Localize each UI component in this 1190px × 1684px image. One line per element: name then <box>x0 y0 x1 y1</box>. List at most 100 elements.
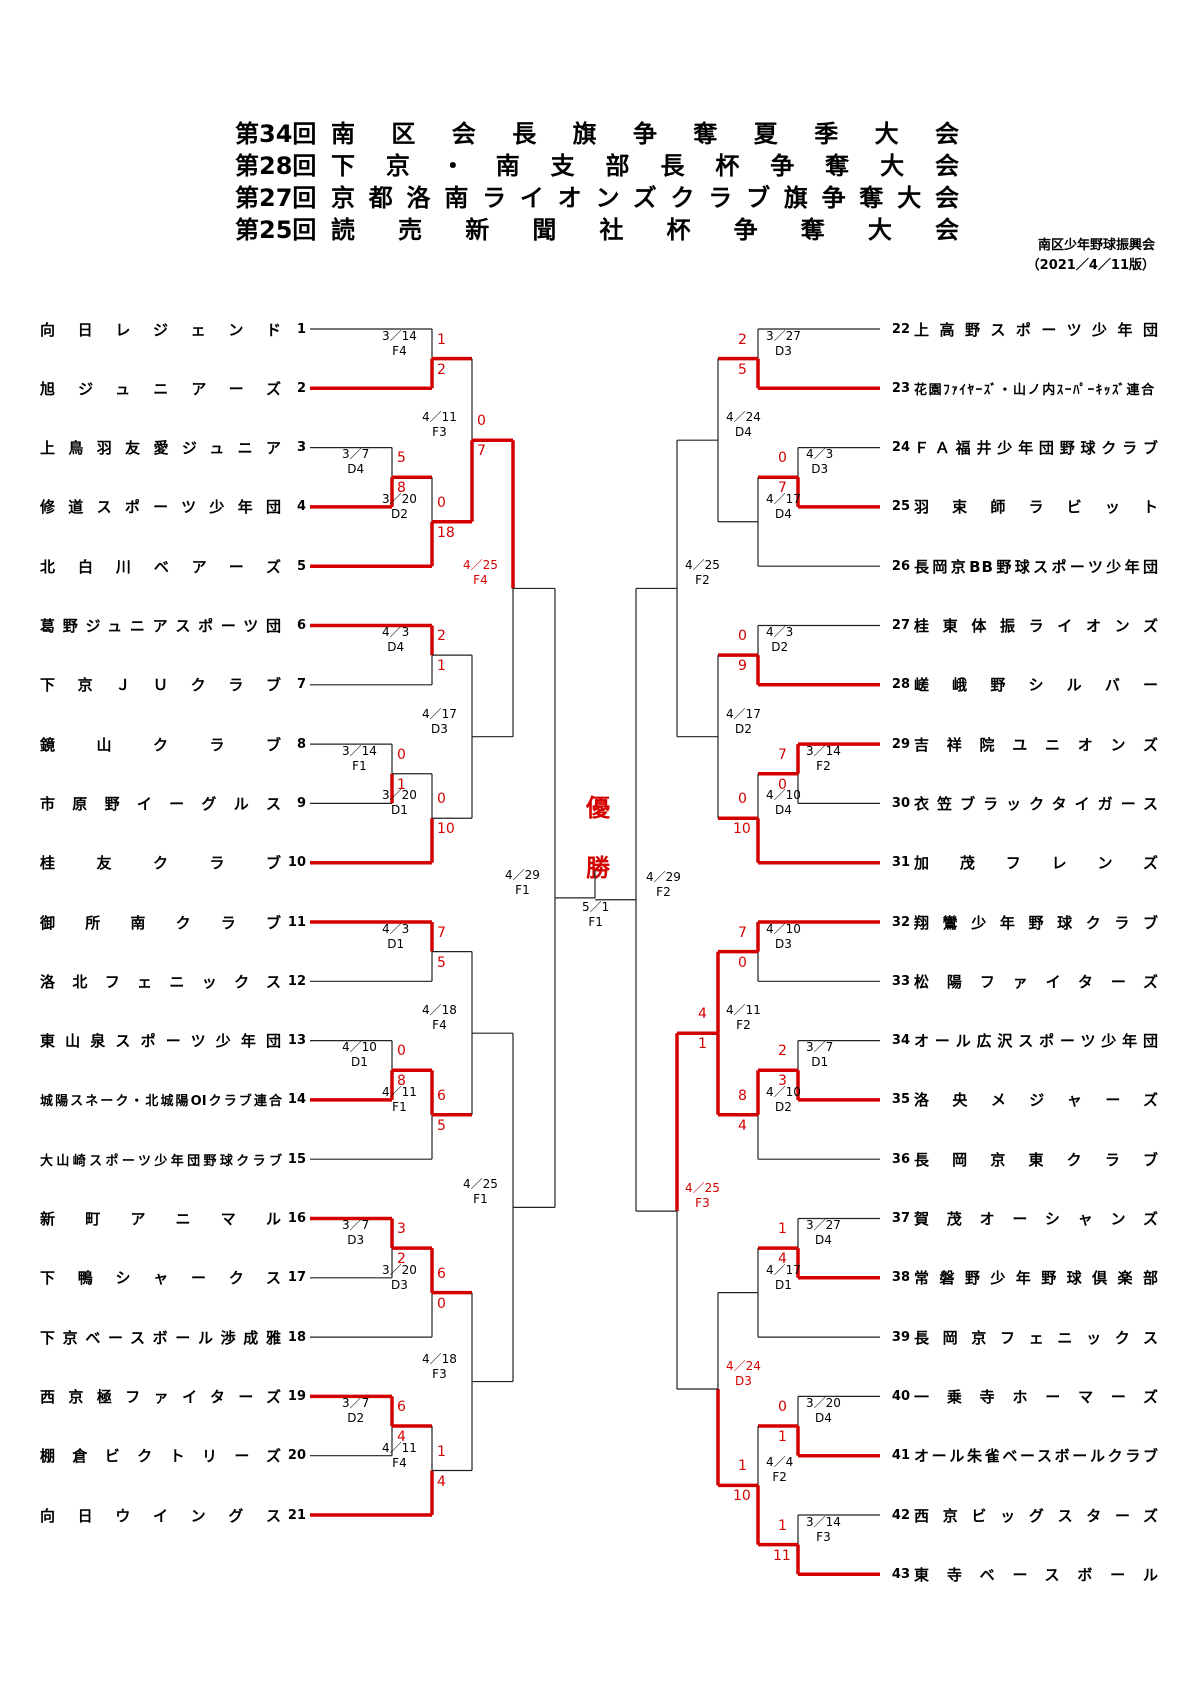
match-field: F2 <box>772 1470 787 1485</box>
match-field: D4 <box>815 1233 832 1248</box>
team-number: 37 <box>891 1211 910 1226</box>
score: 2 <box>738 331 747 348</box>
score: 0 <box>397 1043 406 1060</box>
team-name: 嵯峨野シルバー <box>914 676 1159 695</box>
team-name: 賀茂オーシャンズ <box>914 1210 1159 1228</box>
match-field: F1 <box>515 882 530 897</box>
team-number: 17 <box>287 1270 306 1286</box>
match-date: 4／3 <box>806 447 834 462</box>
match-field: D3 <box>811 462 829 477</box>
team-number: 23 <box>891 380 910 396</box>
team-name: 洛北フェニックス <box>40 972 282 991</box>
match-field: D2 <box>391 506 408 521</box>
team-name: 洛央メジャーズ <box>914 1091 1159 1110</box>
match-date: 4／11 <box>382 1440 417 1455</box>
edition-number: 第34回 <box>235 119 317 148</box>
team-number: 38 <box>891 1270 910 1286</box>
team-number: 43 <box>891 1566 910 1582</box>
score: 18 <box>437 524 455 541</box>
team-number: 40 <box>891 1388 910 1404</box>
team-name: ＦＡ福井少年団野球クラブ <box>914 439 1159 458</box>
team-number: 31 <box>891 855 910 871</box>
team-number: 34 <box>891 1033 910 1049</box>
score: 4 <box>397 1429 406 1446</box>
score: 0 <box>437 494 446 511</box>
match-field: F3 <box>432 1366 447 1381</box>
score: 1 <box>778 1221 787 1238</box>
match-date: 3／14 <box>806 743 841 758</box>
team-name: 西京ビッグスターズ <box>914 1506 1159 1525</box>
edition-number: 第25回 <box>235 215 317 244</box>
team-number: 1 <box>296 321 306 337</box>
match-field: D2 <box>771 640 789 655</box>
match-date: 4／3 <box>382 921 410 936</box>
score: 0 <box>477 413 486 430</box>
team-number: 3 <box>296 440 306 456</box>
score: 3 <box>397 1221 406 1238</box>
match-date: 3／20 <box>806 1396 841 1411</box>
match-date: 4／11 <box>382 1084 417 1099</box>
team-name: 一乗寺ホーマーズ <box>914 1387 1159 1406</box>
team-number: 13 <box>287 1033 306 1049</box>
team-number: 28 <box>891 677 910 693</box>
team-number: 33 <box>891 973 910 989</box>
match-field: F3 <box>432 425 447 440</box>
score: 0 <box>778 1399 787 1416</box>
match-field: D3 <box>775 343 792 358</box>
team-number: 22 <box>891 321 910 337</box>
match-field: F3 <box>695 1196 710 1211</box>
team-name: 上鳥羽友愛ジュニア <box>40 439 282 458</box>
match-date: 5／1 <box>582 899 610 914</box>
score: 7 <box>778 480 787 497</box>
score: 1 <box>437 658 446 675</box>
title-row: 第34回南区会長旗争奪夏季大会 <box>235 115 961 148</box>
score: 1 <box>778 1517 787 1534</box>
team-name: 下京ＪＵクラブ <box>40 676 282 695</box>
team-number: 24 <box>891 440 910 456</box>
team-number: 4 <box>296 499 306 515</box>
score: 8 <box>738 1087 747 1104</box>
match-date: 4／25 <box>685 558 720 573</box>
match-date: 4／4 <box>766 1455 794 1470</box>
match-date: 4／17 <box>766 1262 801 1277</box>
champion-label: 優勝 <box>586 793 610 882</box>
team-number: 26 <box>891 558 910 574</box>
match-field: D1 <box>811 1055 829 1070</box>
version-label: （2021／4／11版） <box>1026 258 1155 273</box>
score: 2 <box>437 628 446 645</box>
match-field: F4 <box>432 1018 447 1033</box>
score: 9 <box>738 658 747 675</box>
team-name: 吉祥院ユニオンズ <box>914 735 1159 754</box>
team-name: 桂友クラブ <box>40 854 282 873</box>
match-field: F3 <box>816 1529 831 1544</box>
match-date: 3／14 <box>806 1514 841 1529</box>
match-field: D4 <box>775 506 792 521</box>
team-name: 大山崎スポーツ少年団野球クラブ <box>40 1153 282 1169</box>
match-date: 4／10 <box>766 788 801 803</box>
match-date: 4／18 <box>422 1003 457 1018</box>
edition-number: 第27回 <box>235 183 317 212</box>
score: 0 <box>738 628 747 645</box>
